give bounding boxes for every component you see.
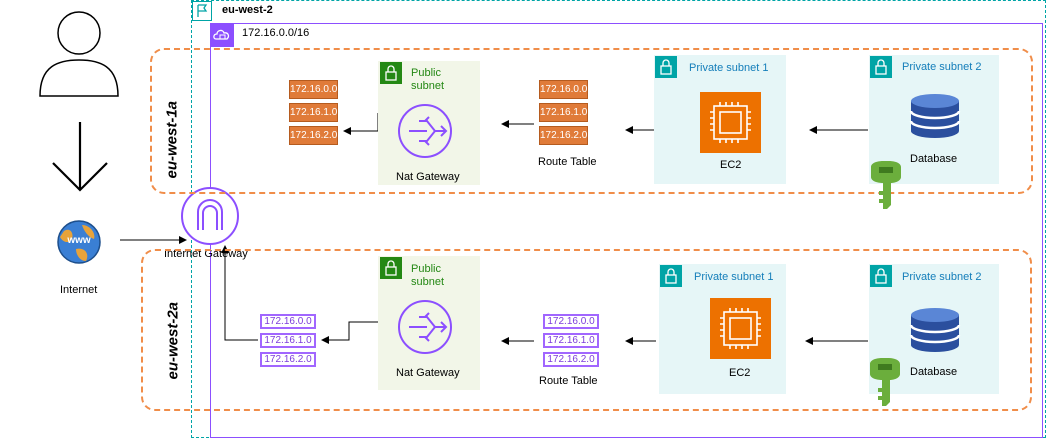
internet-gateway-label: Internet Gateway xyxy=(164,248,248,260)
public-subnet-label: Public subnet xyxy=(411,67,445,92)
route-table-entry: 172.16.2.0 xyxy=(539,126,588,145)
nat-route-entry: 172.16.0.0 xyxy=(260,314,316,329)
availability-zone-2 xyxy=(141,249,1032,411)
nat-route-entry: 172.16.1.0 xyxy=(289,103,338,122)
az1-label: eu-west-1a xyxy=(163,100,181,179)
internet-label: Internet xyxy=(60,284,98,296)
route-table-entry: 172.16.2.0 xyxy=(543,352,599,367)
lock-icon xyxy=(380,257,402,279)
vpc-cidr-label: 172.16.0.0/16 xyxy=(242,27,310,39)
ec2-icon xyxy=(710,298,771,359)
route-table-label: Route Table xyxy=(539,375,598,387)
nat-gateway-icon xyxy=(397,300,461,358)
lock-icon xyxy=(870,265,892,287)
az2-label: eu-west-2a xyxy=(164,301,182,380)
key-icon xyxy=(868,358,902,406)
key-icon xyxy=(869,161,903,209)
user-icon xyxy=(38,8,120,98)
nat-route-entry: 172.16.0.0 xyxy=(289,80,338,99)
private-subnet-1-label: Private subnet 1 xyxy=(689,62,769,74)
database-label: Database xyxy=(910,153,958,165)
route-table-entry: 172.16.1.0 xyxy=(539,103,588,122)
private-subnet-1-label: Private subnet 1 xyxy=(694,271,774,283)
ec2-label: EC2 xyxy=(720,159,742,171)
lock-icon xyxy=(380,62,402,84)
route-table-entry: 172.16.0.0 xyxy=(543,314,599,329)
internet-globe-icon xyxy=(56,219,102,265)
nat-gateway-label: Nat Gateway xyxy=(396,367,460,379)
database-icon xyxy=(909,307,961,353)
region-label: eu-west-2 xyxy=(222,4,273,16)
route-table-entry: 172.16.1.0 xyxy=(543,333,599,348)
nat-route-entry: 172.16.2.0 xyxy=(289,126,338,145)
internet-globe-text: www xyxy=(67,235,91,246)
down-arrow-icon xyxy=(50,120,110,195)
private-subnet-2-label: Private subnet 2 xyxy=(902,271,982,283)
nat-route-entry: 172.16.2.0 xyxy=(260,352,316,367)
region-flag-icon xyxy=(192,1,212,21)
lock-icon xyxy=(660,265,682,287)
ec2-icon xyxy=(700,92,761,153)
vpc-cloud-icon xyxy=(210,23,234,47)
internet-gateway-icon xyxy=(180,186,240,246)
private-subnet-2-label: Private subnet 2 xyxy=(902,61,982,73)
route-table-entry: 172.16.0.0 xyxy=(539,80,588,99)
database-label: Database xyxy=(910,366,958,378)
route-table-label: Route Table xyxy=(538,156,597,168)
nat-gateway-label: Nat Gateway xyxy=(396,171,460,183)
ec2-label: EC2 xyxy=(729,367,751,379)
availability-zone-1 xyxy=(150,48,1033,194)
nat-gateway-icon xyxy=(397,104,461,162)
database-icon xyxy=(909,93,961,139)
public-subnet-label: Public subnet xyxy=(411,263,445,288)
lock-icon xyxy=(870,56,892,78)
lock-icon xyxy=(655,56,677,78)
nat-route-entry: 172.16.1.0 xyxy=(260,333,316,348)
